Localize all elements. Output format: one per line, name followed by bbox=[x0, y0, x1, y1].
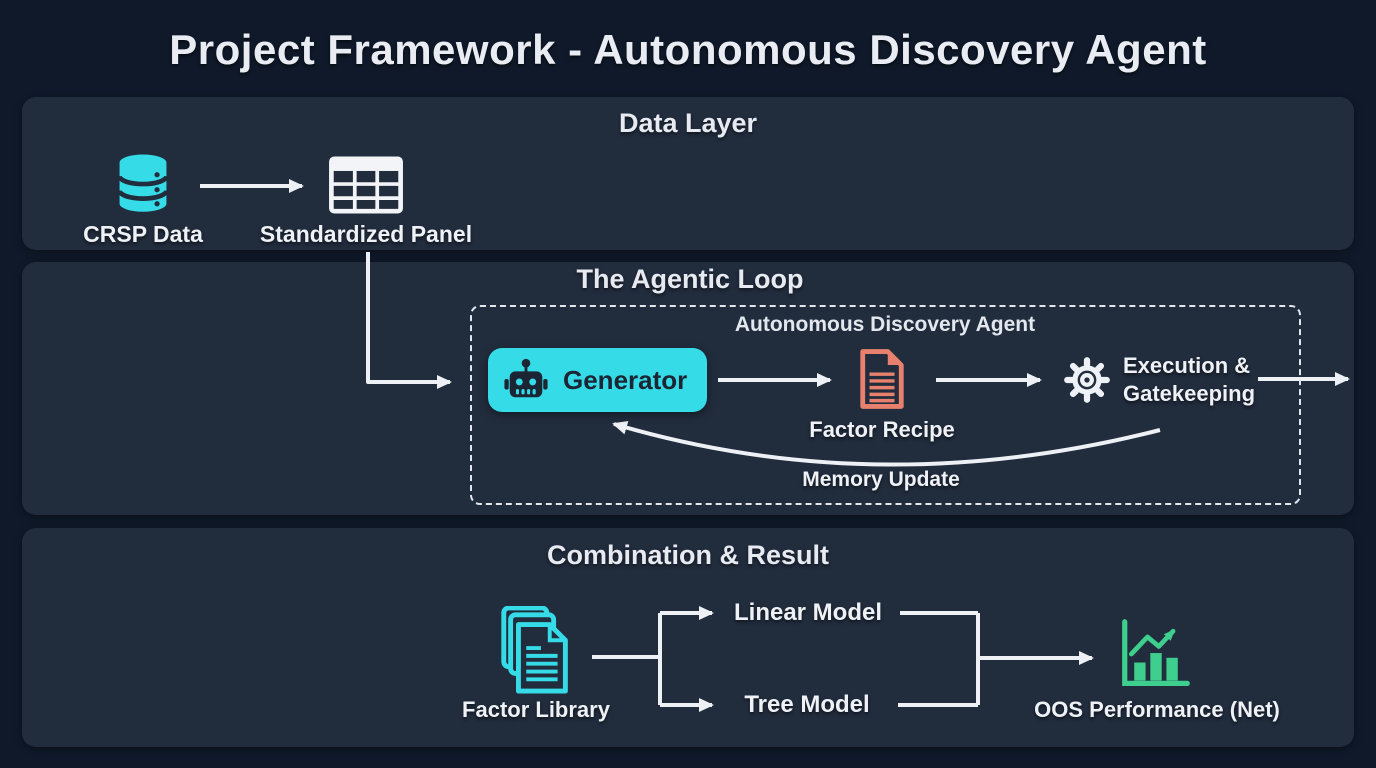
stacked-documents-icon bbox=[501, 606, 568, 694]
factor-library-label: Factor Library bbox=[462, 697, 610, 722]
section-combination-result bbox=[22, 528, 1354, 747]
linear-model-label: Linear Model bbox=[733, 599, 883, 626]
execution-label-line1: Execution & bbox=[1123, 353, 1251, 378]
crsp-data-label: CRSP Data bbox=[83, 221, 203, 247]
autonomous-agent-label: Autonomous Discovery Agent bbox=[734, 313, 1036, 336]
generator-label: Generator bbox=[563, 364, 688, 395]
database-icon bbox=[117, 154, 169, 212]
autonomous-agent-boundary bbox=[470, 305, 1301, 505]
table-icon bbox=[329, 156, 403, 214]
standardized-panel-label: Standardized Panel bbox=[259, 221, 473, 247]
combination-result-title: Combination & Result bbox=[547, 540, 829, 570]
data-layer-title: Data Layer bbox=[618, 108, 758, 138]
page-title: Project Framework - Autonomous Discovery… bbox=[169, 26, 1207, 73]
oos-performance-label: OOS Performance (Net) bbox=[1034, 697, 1280, 722]
chart-growth-icon bbox=[1122, 619, 1190, 686]
execution-label-line2: Gatekeeping bbox=[1123, 381, 1256, 406]
generator-node: Generator bbox=[488, 348, 707, 412]
execution-gatekeeping-label: Execution & Gatekeeping bbox=[1123, 352, 1255, 408]
robot-icon bbox=[504, 358, 548, 398]
factor-recipe-label: Factor Recipe bbox=[809, 417, 955, 442]
gear-icon bbox=[1064, 357, 1110, 403]
section-data-layer bbox=[22, 97, 1354, 250]
document-icon bbox=[860, 349, 904, 409]
agentic-loop-title: The Agentic Loop bbox=[576, 264, 804, 294]
tree-model-label: Tree Model bbox=[744, 691, 870, 718]
memory-update-label: Memory Update bbox=[802, 468, 960, 491]
